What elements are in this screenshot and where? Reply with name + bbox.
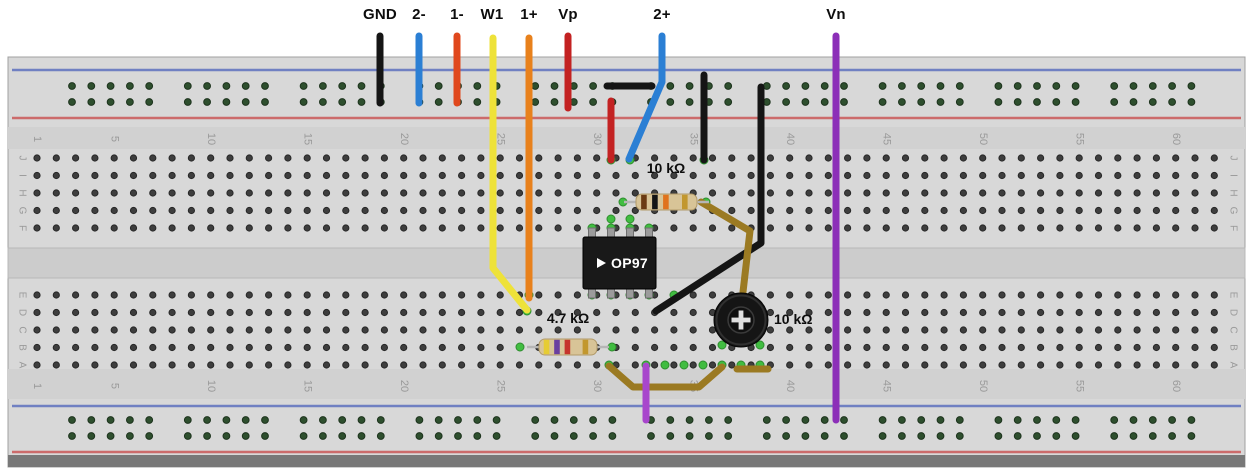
active-hole xyxy=(679,360,689,370)
pin-label-vn: Vn xyxy=(826,6,846,23)
svg-text:15: 15 xyxy=(301,133,313,145)
svg-text:55: 55 xyxy=(1073,380,1085,392)
label-resistor-10k: 10 kΩ xyxy=(646,160,686,176)
w1-wire xyxy=(489,34,531,314)
pin-label-vp: Vp xyxy=(558,6,578,23)
active-hole xyxy=(755,340,765,350)
svg-text:G: G xyxy=(16,207,27,215)
analog-devices-triangle-icon xyxy=(597,258,606,268)
label-potentiometer-10k: 10 kΩ xyxy=(774,311,813,327)
pin-label-2minus: 2- xyxy=(412,6,426,23)
svg-text:45: 45 xyxy=(880,380,892,392)
pin-label-1minus: 1- xyxy=(450,6,464,23)
resistor-to-pot-brown-wire xyxy=(697,198,754,296)
svg-text:B: B xyxy=(16,344,27,351)
svg-text:60: 60 xyxy=(1170,380,1182,392)
ic-op97 xyxy=(582,227,657,299)
svg-text:60: 60 xyxy=(1170,133,1182,145)
svg-text:40: 40 xyxy=(784,380,796,392)
svg-text:25: 25 xyxy=(494,380,506,392)
ic-op97-label: OP97 xyxy=(597,255,648,271)
svg-text:E: E xyxy=(16,292,27,299)
svg-text:10: 10 xyxy=(205,380,217,392)
svg-text:1: 1 xyxy=(31,136,43,142)
svg-text:A: A xyxy=(16,362,27,369)
active-hole xyxy=(698,360,708,370)
long-black-wire xyxy=(652,83,765,315)
resistor-4.7k xyxy=(527,338,609,356)
pin-label-2plus: 2+ xyxy=(653,6,671,23)
ic-part-number: OP97 xyxy=(611,255,648,271)
svg-text:J: J xyxy=(16,156,27,161)
svg-text:H: H xyxy=(1227,189,1238,196)
svg-text:45: 45 xyxy=(880,133,892,145)
svg-text:50: 50 xyxy=(977,380,989,392)
svg-text:I: I xyxy=(16,174,27,177)
svg-text:50: 50 xyxy=(977,133,989,145)
active-hole xyxy=(625,214,635,224)
pin-label-w1: W1 xyxy=(480,6,504,23)
svg-text:30: 30 xyxy=(591,380,603,392)
svg-text:5: 5 xyxy=(108,383,120,389)
svg-text:F: F xyxy=(16,225,27,231)
svg-text:G: G xyxy=(1227,207,1238,215)
svg-text:C: C xyxy=(16,326,27,333)
active-hole xyxy=(606,214,616,224)
svg-text:J: J xyxy=(1227,156,1238,161)
svg-text:A: A xyxy=(1227,362,1238,369)
svg-text:F: F xyxy=(1227,225,1238,231)
active-hole xyxy=(717,340,727,350)
svg-text:B: B xyxy=(1227,344,1238,351)
svg-text:C: C xyxy=(1227,326,1238,333)
svg-text:25: 25 xyxy=(494,133,506,145)
svg-text:35: 35 xyxy=(687,133,699,145)
svg-text:15: 15 xyxy=(301,380,313,392)
resistor-10k xyxy=(624,193,709,211)
svg-text:D: D xyxy=(16,309,27,316)
svg-text:5: 5 xyxy=(108,136,120,142)
pin-label-1plus: 1+ xyxy=(520,6,538,23)
active-hole xyxy=(660,360,670,370)
potentiometer-10k xyxy=(713,292,769,348)
active-hole xyxy=(607,342,617,352)
svg-text:30: 30 xyxy=(591,133,603,145)
svg-text:20: 20 xyxy=(398,380,410,392)
svg-text:55: 55 xyxy=(1073,133,1085,145)
scope2-plus-wire xyxy=(625,32,666,163)
active-hole xyxy=(515,342,525,352)
label-resistor-4.7k: 4.7 kΩ xyxy=(546,310,590,326)
svg-text:I: I xyxy=(1227,174,1238,177)
svg-text:40: 40 xyxy=(784,133,796,145)
bottom-brown-wire xyxy=(605,362,726,391)
pin-label-gnd: GND xyxy=(363,6,397,23)
svg-text:10: 10 xyxy=(205,133,217,145)
svg-text:20: 20 xyxy=(398,133,410,145)
svg-text:D: D xyxy=(1227,309,1238,316)
svg-text:E: E xyxy=(1227,292,1238,299)
svg-text:1: 1 xyxy=(31,383,43,389)
svg-text:H: H xyxy=(16,189,27,196)
